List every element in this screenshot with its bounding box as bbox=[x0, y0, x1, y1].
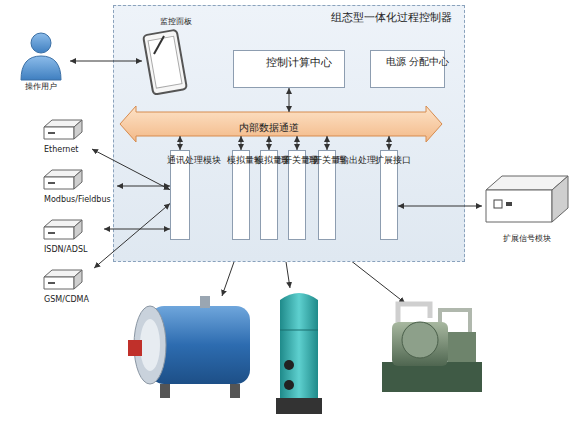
device-icon bbox=[42, 168, 84, 192]
node-label: GSM/CDMA bbox=[44, 295, 89, 304]
vertical-boiler bbox=[276, 293, 322, 414]
device-icon bbox=[42, 218, 84, 242]
node-label: 操作用户 bbox=[12, 81, 70, 92]
module-box: 通讯处理模块 bbox=[170, 150, 190, 240]
machine-base bbox=[382, 362, 482, 392]
device-icon bbox=[42, 268, 84, 292]
tablet-icon bbox=[142, 16, 192, 98]
process-box: 控制计算中心 bbox=[233, 50, 345, 88]
tower-body bbox=[280, 293, 318, 400]
module-box: 扩展接口 bbox=[380, 150, 398, 240]
boiler-leg bbox=[160, 384, 170, 398]
connector-arrow bbox=[398, 206, 482, 207]
device-node: 扩展信号模块 bbox=[482, 172, 572, 244]
tower-port bbox=[284, 360, 294, 370]
tower-port bbox=[284, 380, 294, 390]
connector-arrow bbox=[389, 136, 390, 150]
node-label: 控制计算中心 bbox=[266, 55, 332, 70]
process-box: 电源 分配中心 bbox=[370, 50, 445, 88]
machine-pipe bbox=[398, 304, 430, 322]
burner bbox=[128, 340, 142, 356]
module-box: 模拟量输入处理 bbox=[232, 150, 250, 240]
data-bus: 内部数据通道 bbox=[120, 112, 442, 136]
node-label: 模拟量输入处理 bbox=[227, 155, 237, 166]
tower-base bbox=[276, 398, 322, 414]
device-icon bbox=[42, 118, 84, 142]
node-label: 监控面板 bbox=[160, 16, 192, 27]
stack bbox=[200, 296, 210, 308]
node-label: Modbus/Fieldbus bbox=[44, 195, 111, 204]
module-box: 开关量输出处理 bbox=[318, 150, 336, 240]
node-label: 电源 分配中心 bbox=[386, 55, 432, 69]
connector-arrow bbox=[92, 149, 170, 190]
connector-arrow bbox=[104, 229, 170, 230]
machine-motor bbox=[448, 332, 476, 362]
connector-arrow bbox=[94, 204, 170, 268]
node-label: 开关量输入处理 bbox=[283, 155, 293, 166]
module-box: 开关量输入处理 bbox=[288, 150, 306, 240]
node-label: 模拟量输出处理 bbox=[255, 155, 265, 166]
node-label: 组态型一体化过程控制器 bbox=[331, 10, 452, 25]
user-node: 操作用户 bbox=[12, 30, 70, 92]
connector-arrow bbox=[327, 136, 328, 150]
connector-arrow bbox=[117, 186, 170, 187]
boiler-door bbox=[140, 319, 160, 371]
connector-arrow bbox=[180, 136, 181, 150]
connector-arrow bbox=[241, 136, 242, 150]
node-label: ISDN/ADSL bbox=[44, 245, 87, 254]
node-label: 通讯处理模块 bbox=[167, 155, 177, 166]
machine-body bbox=[392, 322, 448, 366]
node-label: 开关量输出处理 bbox=[313, 155, 323, 166]
tower-seam bbox=[280, 330, 318, 331]
horizontal-boiler bbox=[128, 296, 250, 398]
node-label: 内部数据通道 bbox=[239, 121, 299, 135]
device-node: ISDN/ADSL bbox=[42, 218, 104, 254]
connector-arrow bbox=[70, 61, 142, 62]
machine-pipe bbox=[440, 310, 470, 332]
device-node: Ethernet bbox=[42, 118, 92, 154]
node-label: 扩展信号模块 bbox=[482, 233, 572, 244]
controller-frame: 组态型一体化过程控制器 监控面板控制计算中心 电源 分配中心内部数据通道通讯处理模块… bbox=[113, 5, 465, 262]
boiler-leg bbox=[230, 384, 240, 398]
module-icon bbox=[482, 172, 572, 230]
connector-arrow bbox=[289, 88, 290, 112]
device-node: Modbus/Fieldbus bbox=[42, 168, 117, 204]
device-node: GSM/CDMA bbox=[42, 268, 104, 304]
connector-arrow bbox=[297, 136, 298, 150]
connector-arrow bbox=[269, 136, 270, 150]
user-icon bbox=[12, 30, 70, 82]
compressor-unit bbox=[382, 304, 482, 392]
node-label: Ethernet bbox=[44, 145, 78, 154]
module-box: 模拟量输出处理 bbox=[260, 150, 278, 240]
machine-casing bbox=[402, 322, 438, 358]
panel-node: 监控面板 bbox=[142, 16, 204, 98]
node-label: 扩展接口 bbox=[375, 155, 385, 166]
